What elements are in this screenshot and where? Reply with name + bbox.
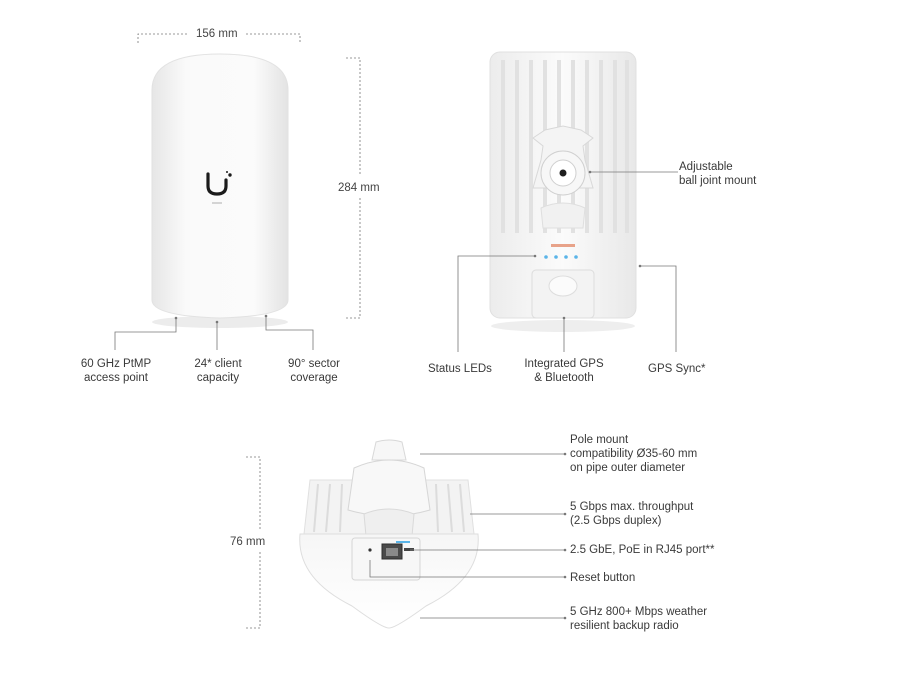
callout-sector-coverage: 90° sector coverage [288,358,340,384]
bottom-device-image [299,439,479,629]
callout-client-capacity: 24* client capacity [194,358,242,384]
callout-ptmp: 60 GHz PtMP access point [80,358,152,384]
bottom-height-dimension: 76 mm [230,536,266,548]
front-device-image [151,53,289,328]
ubiquiti-logo-icon [206,171,232,204]
front-height-dimension: 284 mm [338,182,380,194]
callout-rj45-port: 2.5 GbE, PoE in RJ45 port** [570,544,715,556]
back-device-image [489,51,637,332]
callout-status-leds: Status LEDs [428,363,492,375]
callout-integrated-gps: Integrated GPS & Bluetooth [524,358,604,384]
callout-backup-radio: 5 GHz 800+ Mbps weather resilient backup… [570,606,708,632]
front-height-dimension-line [346,57,361,319]
status-led-icons [544,255,578,259]
bottom-height-dimension-line [246,456,261,629]
front-width-dimension: 156 mm [196,28,238,40]
callout-gps-sync: GPS Sync* [648,363,706,375]
callout-reset-button: Reset button [570,572,636,584]
callout-ball-joint-mount: Adjustable ball joint mount [679,161,757,187]
callout-throughput: 5 Gbps max. throughput (2.5 Gbps duplex) [570,501,694,527]
front-width-dimension-line [137,33,301,43]
callout-pole-mount: Pole mount compatibility Ø35-60 mm on pi… [570,434,698,474]
